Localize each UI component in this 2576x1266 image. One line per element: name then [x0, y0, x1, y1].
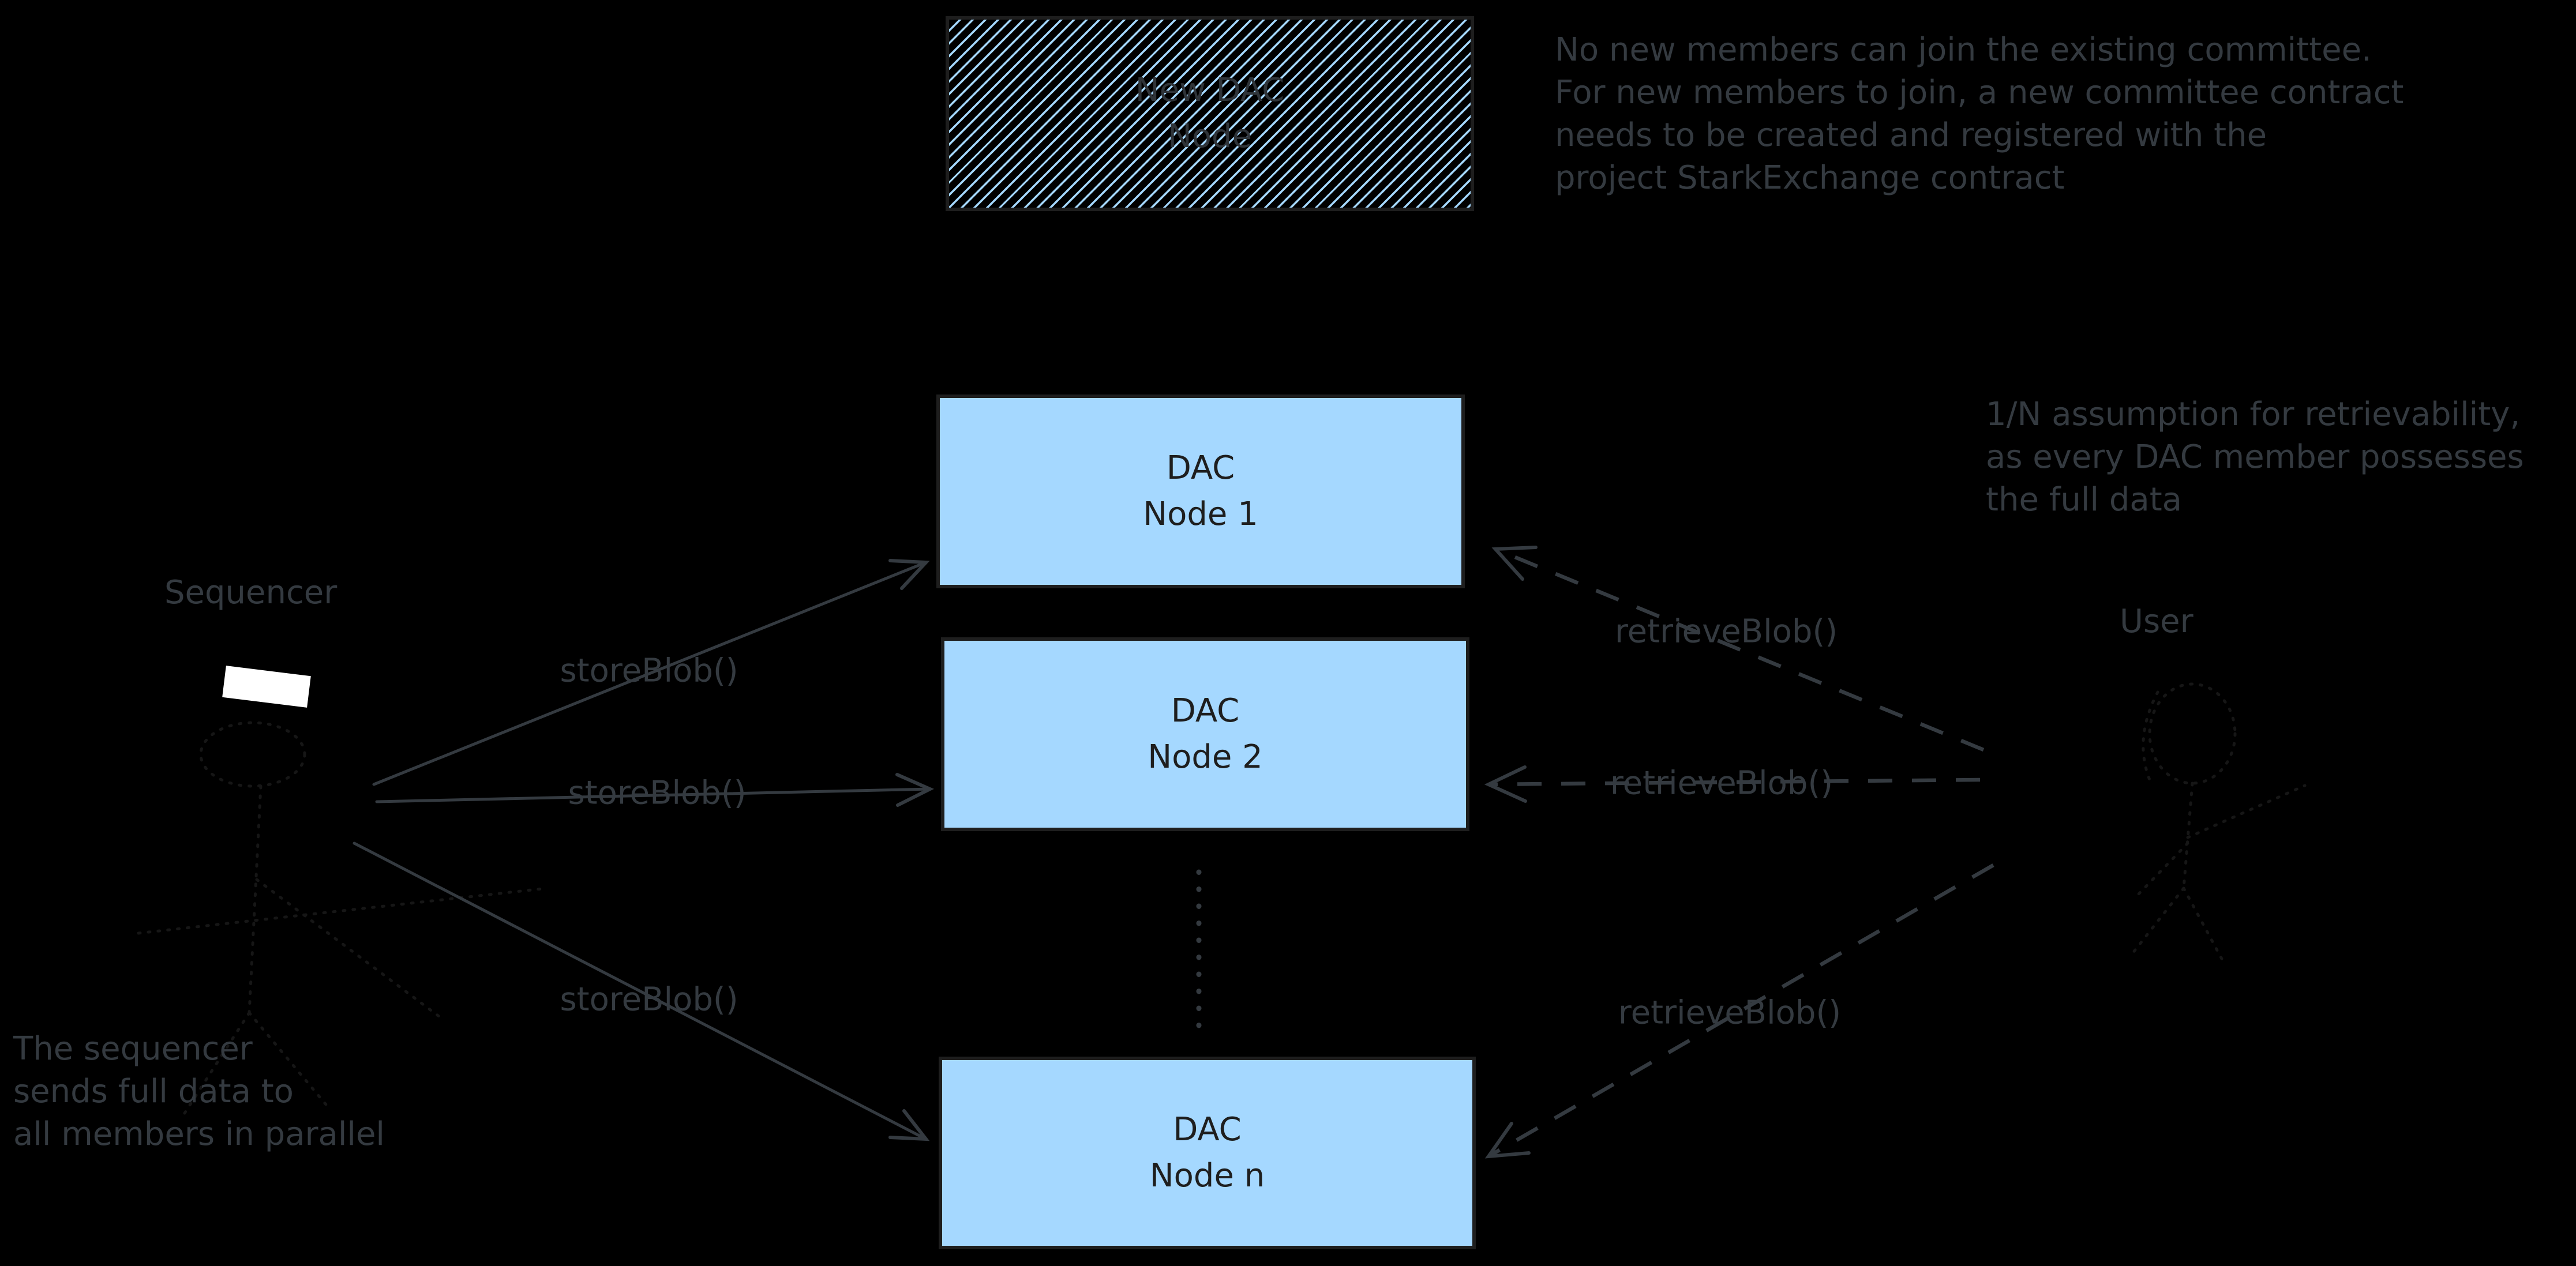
new-dac-node-box: New DAC Node: [946, 16, 1474, 211]
store-blob-arrow-to-node-2: [375, 773, 935, 807]
dac-node-1-label: DAC Node 1: [1143, 445, 1258, 538]
committee-note-line1: No new members can join the existing com…: [1555, 31, 2372, 69]
sequencer-note-line3: all members in parallel: [13, 1115, 385, 1153]
dac-node-2-label-line1: DAC: [1171, 692, 1240, 730]
committee-note: No new members can join the existing com…: [1555, 29, 2403, 200]
sequencer-label: Sequencer: [164, 574, 338, 611]
retrievability-note-line2: as every DAC member possesses: [1986, 438, 2524, 476]
store-blob-label-2: storeBlob(): [568, 774, 747, 812]
sequencer-person-icon: [137, 721, 549, 1115]
retrievability-note-line1: 1/N assumption for retrievability,: [1986, 396, 2521, 433]
user-person-icon: [2131, 682, 2307, 964]
store-blob-arrow-to-node-n: [353, 842, 930, 1141]
store-blob-label-1: storeBlob(): [560, 652, 738, 690]
user-label: User: [2120, 603, 2193, 640]
dac-node-n-label-line1: DAC: [1173, 1111, 1242, 1148]
dac-node-2-label: DAC Node 2: [1148, 688, 1263, 780]
dac-node-1-label-line1: DAC: [1166, 449, 1235, 487]
sequencer-note-line1: The sequencer: [13, 1030, 253, 1068]
dac-node-1-box: DAC Node 1: [936, 395, 1465, 588]
retrieve-blob-label-2: retrieveBlob(): [1610, 764, 1833, 802]
retrieve-blob-arrow-to-node-n: [1484, 863, 1994, 1159]
store-blob-label-3: storeBlob(): [560, 981, 738, 1019]
new-dac-node-label-line1: New DAC: [1135, 72, 1285, 109]
retrieve-blob-label-3: retrieveBlob(): [1618, 994, 1842, 1032]
new-dac-node-label-line2: Node: [1167, 118, 1253, 155]
store-blob-arrow-to-node-1: [372, 559, 930, 786]
retrievability-note-line3: the full data: [1986, 481, 2182, 519]
retrieve-blob-label-1: retrieveBlob(): [1614, 613, 1838, 651]
committee-note-line4: project StarkExchange contract: [1555, 159, 2065, 197]
sequencer-note: The sequencer sends full data to all mem…: [13, 1028, 385, 1156]
committee-note-line2: For new members to join, a new committee…: [1555, 74, 2404, 111]
retrieve-blob-arrow-to-node-1: [1491, 546, 1985, 752]
dac-node-n-label: DAC Node n: [1150, 1107, 1265, 1199]
committee-note-line3: needs to be created and registered with …: [1555, 117, 2267, 154]
dac-node-n-label-line2: Node n: [1149, 1157, 1265, 1194]
retrievability-note: 1/N assumption for retrievability, as ev…: [1986, 393, 2524, 521]
new-dac-node-label: New DAC Node: [1135, 67, 1285, 160]
retrieve-blob-arrow-to-node-2: [1484, 765, 1981, 803]
dac-node-2-box: DAC Node 2: [941, 637, 1469, 831]
dac-node-n-box: DAC Node n: [939, 1057, 1476, 1249]
dac-node-1-label-line2: Node 1: [1143, 495, 1258, 533]
dac-node-2-label-line2: Node 2: [1148, 738, 1263, 776]
sequencer-note-line2: sends full data to: [13, 1073, 294, 1110]
